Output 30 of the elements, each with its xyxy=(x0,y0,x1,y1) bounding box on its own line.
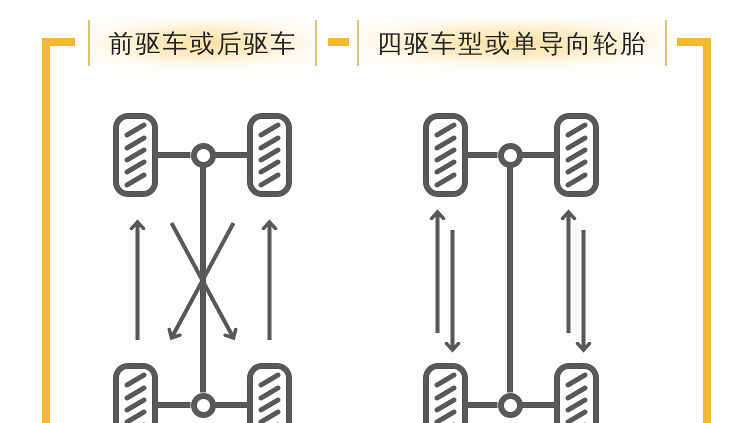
hub-circle xyxy=(498,142,522,168)
axle-line xyxy=(468,402,498,408)
wheel xyxy=(554,363,599,423)
axle-line xyxy=(216,402,247,408)
axle-line xyxy=(158,152,190,158)
axle-line xyxy=(522,402,554,408)
arrow xyxy=(130,220,146,340)
wheel xyxy=(423,363,468,423)
wheel xyxy=(247,363,292,423)
arrow xyxy=(430,210,446,333)
section-heading: 四驱车型或单导向轮胎 xyxy=(362,20,662,66)
wheel xyxy=(247,113,292,197)
hub-circle xyxy=(190,142,216,168)
axle-line xyxy=(522,152,554,158)
wheel xyxy=(113,363,158,423)
wheel xyxy=(554,113,599,197)
axle-line xyxy=(468,152,498,158)
arrow xyxy=(576,230,592,352)
arrow xyxy=(444,230,460,352)
arrow xyxy=(262,220,278,340)
arrow xyxy=(560,210,576,333)
axle-line xyxy=(507,168,513,392)
hub-circle xyxy=(498,392,522,418)
section-heading: 前驱车或后驱车 xyxy=(94,20,312,66)
wheel xyxy=(423,113,468,197)
hub-circle xyxy=(190,392,216,418)
axle-line xyxy=(216,152,247,158)
axle-line xyxy=(200,168,206,392)
wheel xyxy=(113,113,158,197)
axle-line xyxy=(158,402,190,408)
